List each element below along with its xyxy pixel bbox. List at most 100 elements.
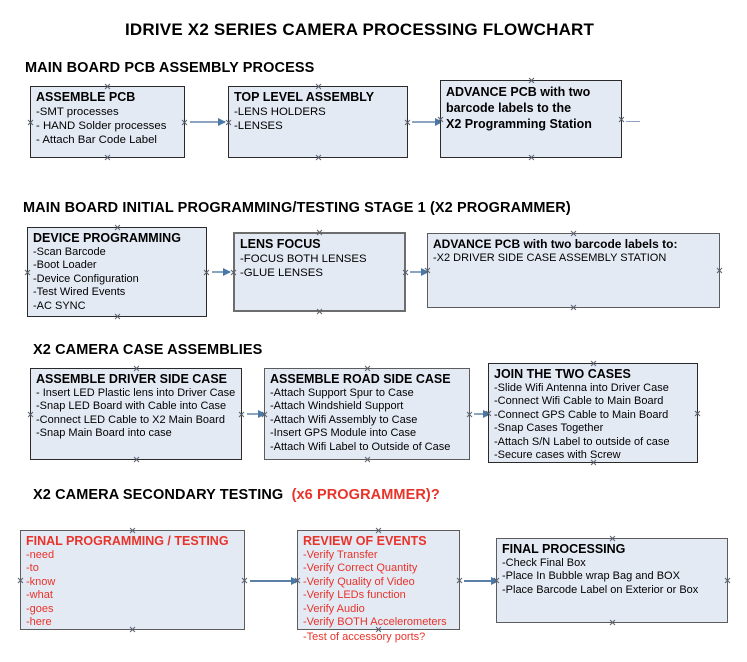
flow-box-line: -Attach Wifi Assembly to Case <box>270 413 418 426</box>
connection-handle <box>133 365 140 372</box>
connection-handle <box>238 411 245 418</box>
flow-box-line: -Place Barcode Label on Exterior or Box <box>502 583 699 596</box>
section-heading-1: MAIN BOARD PCB ASSEMBLY PROCESS <box>25 60 315 76</box>
connection-handle <box>27 411 34 418</box>
flow-box-title: DEVICE PROGRAMMING <box>33 231 181 245</box>
connection-handle <box>590 360 597 367</box>
flow-box-title: ASSEMBLE DRIVER SIDE CASE <box>36 372 228 386</box>
flow-box-line: -Connect GPS Cable to Main Board <box>494 408 669 421</box>
flow-box-line: -Snap Main Board into case <box>36 427 172 440</box>
flow-box-line: -know <box>26 575 56 588</box>
flow-box-line: -Attach Windshield Support <box>270 400 404 413</box>
connection-handle <box>129 527 136 534</box>
connection-handle <box>17 577 24 584</box>
connection-handle <box>609 619 616 626</box>
flow-box-line: -Snap Cases Together <box>494 422 604 435</box>
connection-handle <box>618 116 625 123</box>
connection-handle <box>114 224 121 231</box>
flow-box-line: -Secure cases with Screw <box>494 449 621 462</box>
flow-box-line: -Connect LED Cable to X2 Main Board <box>36 413 225 426</box>
flow-box-line: -Attach S/N Label to outside of case <box>494 435 670 448</box>
flow-box-lens-focus[interactable]: LENS FOCUS -FOCUS BOTH LENSES -GLUE LENS… <box>233 232 406 312</box>
connection-handle <box>466 411 473 418</box>
section-heading-4: X2 CAMERA SECONDARY TESTING (x6 PROGRAMM… <box>33 487 440 503</box>
flow-box-title: FINAL PROCESSING <box>502 542 626 556</box>
flow-box-line: -need <box>26 549 55 561</box>
arrow-connector <box>410 267 429 276</box>
connection-handle <box>181 119 188 126</box>
flow-box-line: -here <box>26 616 52 629</box>
connection-handle <box>375 527 382 534</box>
flow-box-assemble-driver-side-case[interactable]: ASSEMBLE DRIVER SIDE CASE - Insert LED P… <box>30 368 242 460</box>
connection-handle <box>316 308 323 315</box>
flow-box-final-processing[interactable]: FINAL PROCESSING -Check Final Box -Place… <box>496 538 728 623</box>
connection-handle <box>694 410 701 417</box>
flow-box-title: ADVANCE PCB with two barcode labels to: <box>433 237 678 251</box>
flow-box-title: ASSEMBLE PCB <box>36 90 136 104</box>
flow-box-line: -Verify Transfer <box>303 549 378 561</box>
flow-box-line: -Verify Audio <box>303 602 365 615</box>
connection-handle <box>114 313 121 320</box>
connection-handle <box>316 229 323 236</box>
flow-box-advance-pcb-station[interactable]: ADVANCE PCB with two barcode labels to t… <box>440 80 622 158</box>
flow-box-line: - HAND Solder processes <box>36 120 167 133</box>
section-heading-2: MAIN BOARD INITIAL PROGRAMMING/TESTING S… <box>23 200 571 216</box>
flow-box-line: -Verify Quality of Video <box>303 575 415 588</box>
connection-handle <box>724 577 731 584</box>
flow-box-line: -Verify BOTH Accelerometers <box>303 616 447 629</box>
flow-box-line: -Boot Loader <box>33 259 97 272</box>
connection-handle <box>402 269 409 276</box>
flow-box-line: X2 Programming Station <box>446 117 592 131</box>
connection-handle <box>225 119 232 126</box>
connection-handle <box>456 577 463 584</box>
flow-box-final-programming-testing[interactable]: FINAL PROGRAMMING / TESTING -need -to -k… <box>20 530 245 630</box>
connection-handle <box>104 154 111 161</box>
connection-handle <box>404 119 411 126</box>
edge-stub <box>626 121 640 123</box>
flow-box-line: -Slide Wifi Antenna into Driver Case <box>494 382 669 394</box>
flow-box-line: -Place In Bubble wrap Bag and BOX <box>502 570 680 583</box>
connection-handle <box>528 77 535 84</box>
flow-box-join-the-two-cases[interactable]: JOIN THE TWO CASES -Slide Wifi Antenna i… <box>488 363 698 463</box>
flow-box-line: -GLUE LENSES <box>240 267 323 280</box>
flow-box-line: barcode labels to the <box>446 101 572 115</box>
connection-handle <box>609 535 616 542</box>
flow-box-advance-pcb-driver-side[interactable]: ADVANCE PCB with two barcode labels to: … <box>427 233 720 308</box>
flow-box-title: LENS FOCUS <box>240 237 321 251</box>
flow-box-title: ADVANCE PCB with two <box>446 85 591 99</box>
connection-handle <box>364 456 371 463</box>
flow-box-line: -Device Configuration <box>33 272 139 285</box>
flow-box-review-of-events[interactable]: REVIEW OF EVENTS -Verify Transfer -Verif… <box>297 527 463 643</box>
section-heading-4-accent: (x6 PROGRAMMER)? <box>291 487 440 503</box>
arrow-connector <box>412 117 443 126</box>
flow-box-top-level-assembly[interactable]: TOP LEVEL ASSEMBLY -LENS HOLDERS -LENSES <box>228 86 408 158</box>
flow-box-line: -X2 DRIVER SIDE CASE ASSEMBLY STATION <box>433 252 667 264</box>
flow-box-line: -Verify LEDs function <box>303 589 406 602</box>
flow-box-line: -Verify Correct Quantity <box>303 562 418 575</box>
connection-handle <box>364 365 371 372</box>
connection-handle <box>716 267 723 274</box>
flow-box-assemble-road-side-case[interactable]: ASSEMBLE ROAD SIDE CASE -Attach Support … <box>264 368 470 460</box>
flow-box-line: -Attach Wifi Label to Outside of Case <box>270 440 451 453</box>
arrow-connector <box>250 576 299 585</box>
flow-box-line: -to <box>26 562 39 575</box>
arrow-connector <box>247 409 266 418</box>
flow-box-line: -AC SYNC <box>33 299 86 312</box>
flow-box-title: ASSEMBLE ROAD SIDE CASE <box>270 372 451 386</box>
flow-box-line: -goes <box>26 602 54 615</box>
flow-box-assemble-pcb[interactable]: ASSEMBLE PCB -SMT processes - HAND Solde… <box>30 86 185 158</box>
flow-box-line: -Attach Support Spur to Case <box>270 387 414 399</box>
connection-handle <box>27 119 34 126</box>
flow-box-overflow-line: -Test of accessory ports? <box>303 631 426 643</box>
flow-box-line: - Attach Bar Code Label <box>36 134 157 147</box>
connection-handle <box>315 83 322 90</box>
flow-box-title: REVIEW OF EVENTS <box>303 534 427 548</box>
flow-box-line: - Insert LED Plastic lens into Driver Ca… <box>36 387 236 399</box>
connection-handle <box>24 269 31 276</box>
flow-box-line: -Test Wired Events <box>33 286 126 299</box>
flow-box-line: -what <box>26 589 53 602</box>
flow-box-device-programming[interactable]: DEVICE PROGRAMMING -Scan Barcode -Boot L… <box>27 227 207 317</box>
flow-box-line: -Insert GPS Module into Case <box>270 427 417 440</box>
flow-box-line: -SMT processes <box>36 106 119 118</box>
connection-handle <box>104 83 111 90</box>
